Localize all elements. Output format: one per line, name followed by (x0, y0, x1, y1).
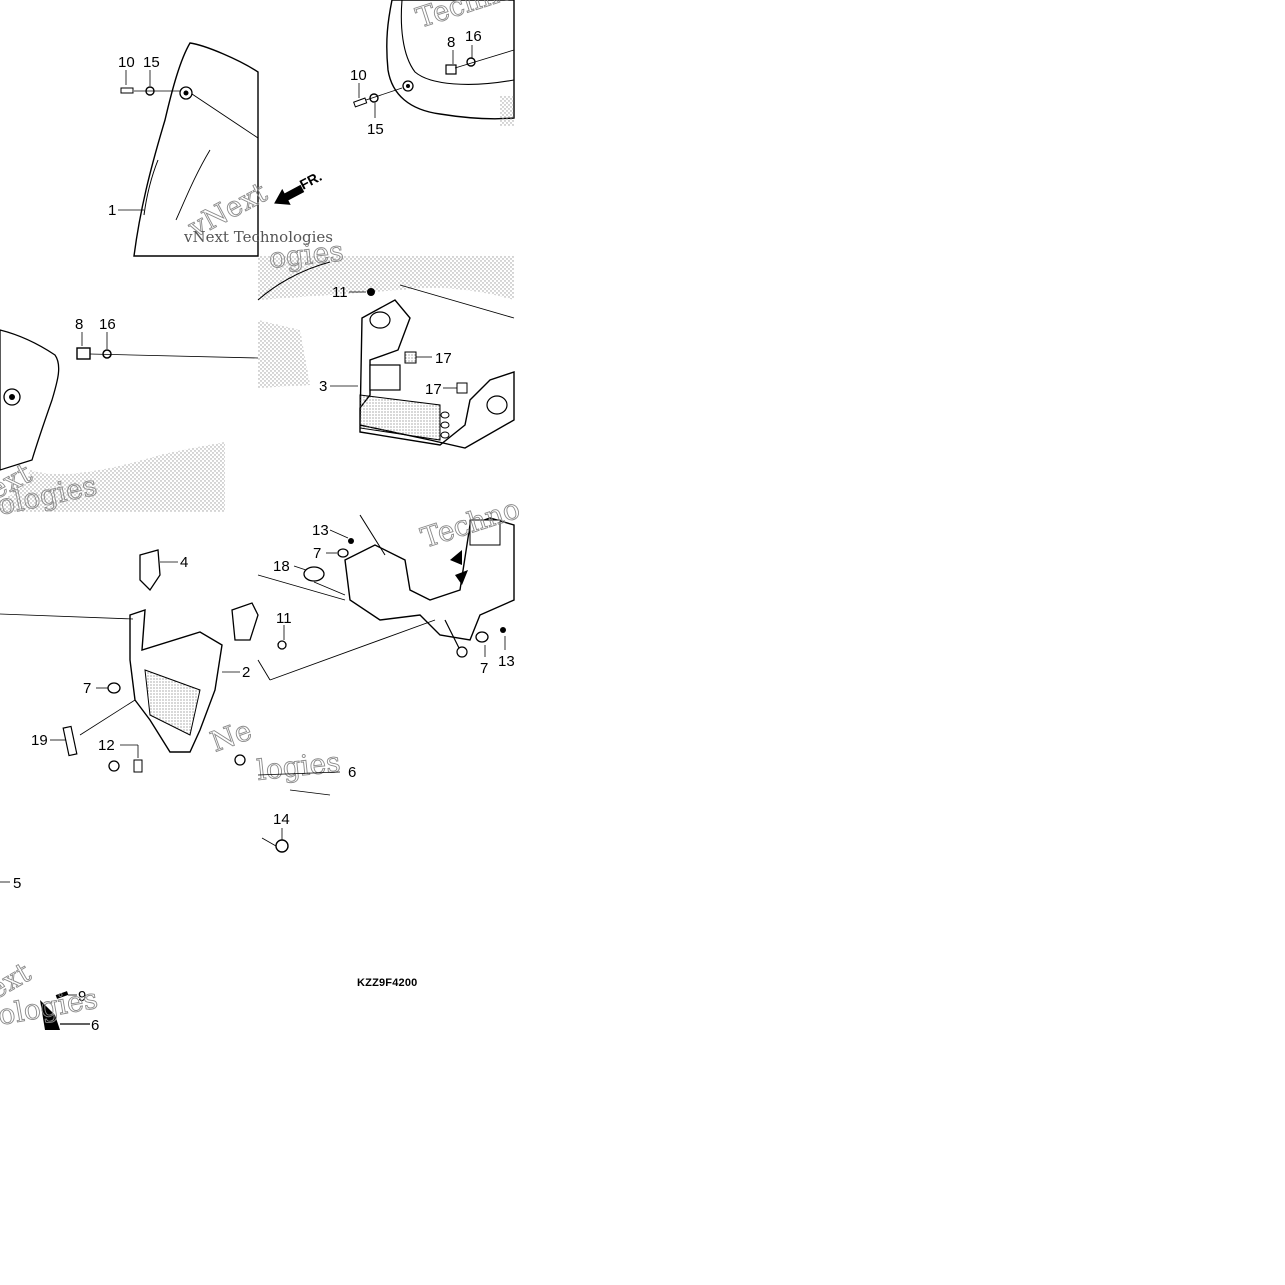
callout-16c: 16 (99, 316, 116, 333)
callout-6: 6 (348, 764, 356, 781)
grommet-8 (445, 64, 457, 75)
callout-17a: 17 (435, 350, 452, 367)
callout-15: 15 (143, 54, 160, 71)
washer-15b (369, 93, 379, 103)
clip-4 (139, 549, 161, 592)
clip-17a (404, 351, 417, 364)
nut-14 (275, 839, 289, 853)
callout-18: 18 (273, 558, 290, 575)
callout-5: 5 (13, 875, 21, 892)
callout-7c: 7 (480, 660, 488, 677)
tile-lower-right: 13 7 18 11 7 13 6 Techno logies (255, 491, 524, 796)
svg-text:logies: logies (255, 745, 342, 787)
grommet-8b (76, 347, 91, 360)
pin-19 (62, 725, 78, 757)
callout-13: 13 (312, 522, 329, 539)
callout-7b: 7 (313, 545, 321, 562)
nut-11b (277, 640, 287, 650)
tile-top-right: 8 16 10 15 Technologies FR. (274, 0, 599, 205)
clip-17b (456, 382, 468, 394)
tile-top-left: 10 15 1 vNext vNext Technologies (108, 42, 333, 257)
diagram-code: KZZ9F4200 (357, 977, 418, 989)
callout-1: 1 (108, 202, 116, 219)
callout-4: 4 (180, 554, 188, 571)
callout-19: 19 (31, 732, 48, 749)
windscreen-part-1 (133, 42, 259, 257)
bolt-12 (133, 759, 143, 773)
callout-8: 8 (447, 34, 455, 51)
frame-assembly (344, 517, 515, 641)
tile-bottom-left: 5 (0, 875, 21, 892)
callout-15b: 15 (367, 121, 384, 138)
tile-lower-left: 4 2 7 19 12 Ne (0, 549, 259, 773)
callout-7: 7 (83, 680, 91, 697)
bolt-10b (353, 97, 368, 108)
cushion-18 (303, 566, 325, 582)
collar-7 (107, 682, 121, 694)
visor-panel (386, 0, 515, 120)
tile-corner: 9 6 ext ologies (0, 955, 101, 1034)
cowl-panel (0, 329, 60, 471)
callout-13b: 13 (498, 653, 515, 670)
front-arrow-icon (274, 184, 305, 205)
watermark-line: vNext Technologies (183, 228, 333, 246)
callout-14: 14 (273, 811, 290, 828)
callout-12: 12 (98, 737, 115, 754)
callout-9: 9 (78, 988, 86, 1005)
nut-11 (367, 288, 375, 296)
callout-8c: 8 (75, 316, 83, 333)
callout-11: 11 (332, 284, 348, 301)
tile-bottom-right: 14 (261, 811, 290, 853)
tile-mid-right: 11 17 3 17 ogies (257, 234, 515, 449)
callout-6b: 6 (91, 1017, 99, 1034)
callout-10b: 10 (350, 67, 367, 84)
callout-3: 3 (319, 378, 327, 395)
tile-mid-left: 8 16 ext ologies (0, 316, 259, 522)
bolt-10 (120, 87, 134, 94)
callout-2: 2 (242, 664, 250, 681)
bracket-3 (359, 299, 515, 449)
svg-text:Ne: Ne (206, 714, 256, 759)
callout-10: 10 (118, 54, 135, 71)
callout-16: 16 (465, 28, 482, 45)
callout-17b: 17 (425, 381, 442, 398)
callout-11b: 11 (276, 610, 292, 627)
